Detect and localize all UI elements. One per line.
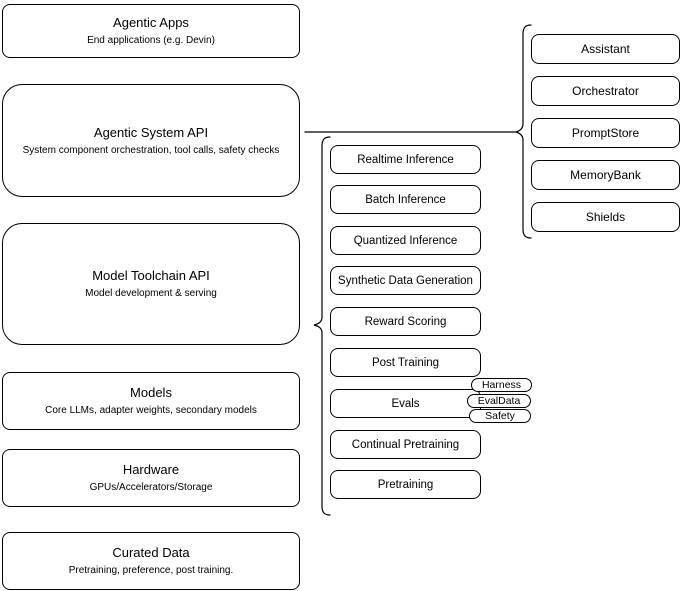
layer-title: Hardware <box>122 462 180 477</box>
toolchain-item-quantized-inference: Quantized Inference <box>330 226 481 255</box>
system-component-assistant: Assistant <box>531 34 680 64</box>
layer-agentic-system-api: Agentic System API System component orch… <box>2 84 300 197</box>
layer-model-toolchain-api: Model Toolchain API Model development & … <box>2 223 300 345</box>
system-component-memorybank: MemoryBank <box>531 160 680 190</box>
toolchain-item-evals: Evals <box>330 389 481 418</box>
layer-subtitle: GPUs/Accelerators/Storage <box>89 482 213 493</box>
layer-title: Model Toolchain API <box>92 268 210 283</box>
toolchain-item-reward-scoring: Reward Scoring <box>330 307 481 336</box>
toolchain-item-continual-pretraining: Continual Pretraining <box>330 430 481 459</box>
toolchain-item-realtime-inference: Realtime Inference <box>330 145 481 174</box>
system-component-orchestrator: Orchestrator <box>531 76 680 106</box>
evals-tag-harness: Harness <box>471 378 532 392</box>
evals-tag-safety: Safety <box>469 409 531 423</box>
layer-subtitle: Model development & serving <box>85 288 217 299</box>
toolchain-item-batch-inference: Batch Inference <box>330 185 481 214</box>
layer-agentic-apps: Agentic Apps End applications (e.g. Devi… <box>2 4 300 58</box>
layer-models: Models Core LLMs, adapter weights, secon… <box>2 372 300 430</box>
toolchain-item-pretraining: Pretraining <box>330 470 481 499</box>
middle-stack-brace <box>313 136 331 516</box>
layer-curated-data: Curated Data Pretraining, preference, po… <box>2 532 300 590</box>
layer-title: Agentic Apps <box>113 15 189 30</box>
layer-subtitle: System component orchestration, tool cal… <box>22 144 280 156</box>
toolchain-item-synthetic-data-generation: Synthetic Data Generation <box>330 266 481 295</box>
layer-title: Curated Data <box>112 545 190 560</box>
layer-hardware: Hardware GPUs/Accelerators/Storage <box>2 449 300 507</box>
system-component-promptstore: PromptStore <box>531 118 680 148</box>
toolchain-item-post-training: Post Training <box>330 348 481 377</box>
layer-subtitle: Pretraining, preference, post training. <box>68 565 234 576</box>
system-component-shields: Shields <box>531 202 680 232</box>
layer-subtitle: End applications (e.g. Devin) <box>87 35 215 46</box>
layer-subtitle: Core LLMs, adapter weights, secondary mo… <box>45 405 257 416</box>
evals-tag-evaldata: EvalData <box>467 394 531 408</box>
right-stack-brace <box>513 24 532 239</box>
layer-title: Models <box>130 385 172 400</box>
layer-title: Agentic System API <box>93 124 209 140</box>
